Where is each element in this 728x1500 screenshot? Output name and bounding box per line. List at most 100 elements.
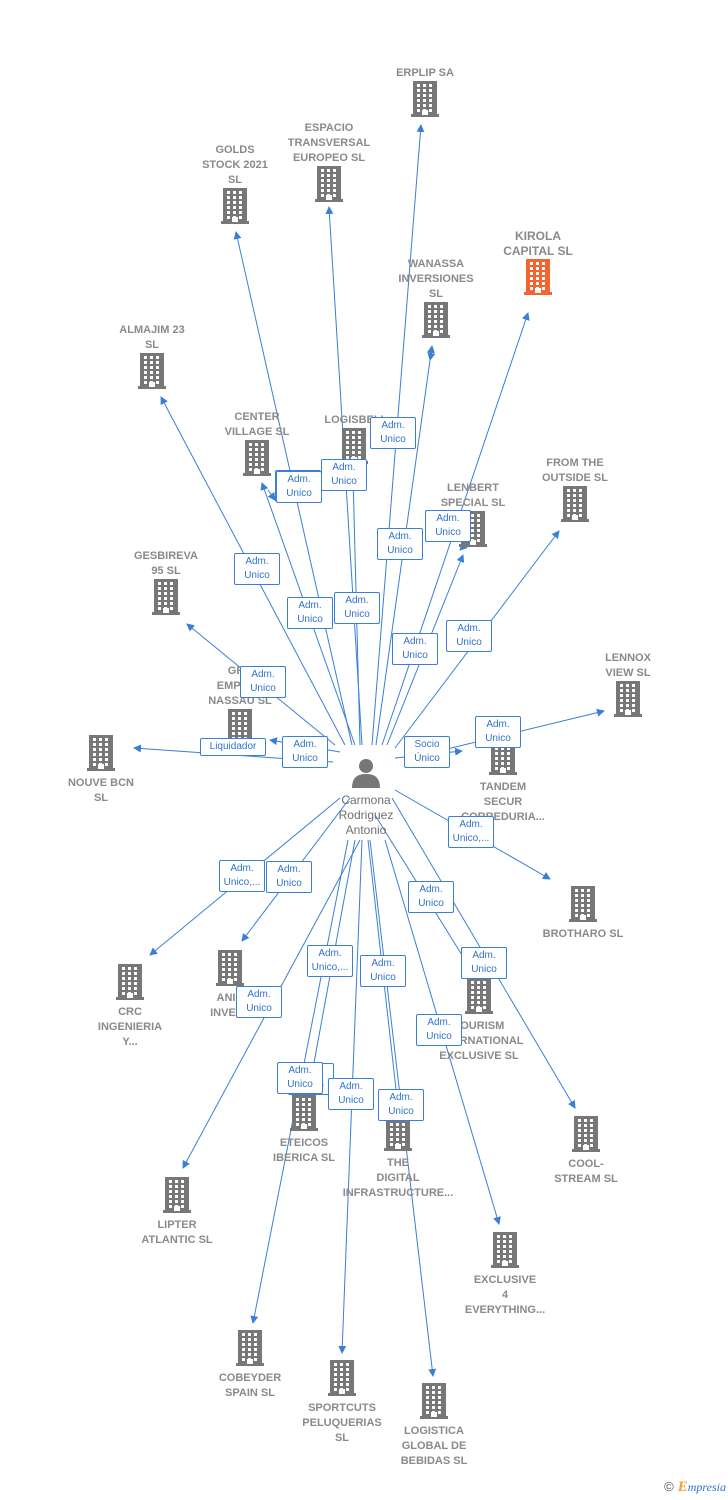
company-label: CRC INGENIERIA Y...: [97, 1006, 163, 1048]
edge-label-eteicos[interactable]: Adm. Unico,...: [307, 945, 353, 977]
edge-label-kirola[interactable]: Adm. Unico: [377, 528, 423, 560]
edge-label-exclusive4[interactable]: Adm. Unico: [416, 1014, 462, 1046]
company-node-lipter[interactable]: LIPTER ATLANTIC SL: [112, 1177, 242, 1248]
edge-label-brotharo[interactable]: Adm. Unico,...: [448, 816, 494, 848]
company-label: FROM THE OUTSIDE SL: [541, 457, 608, 484]
company-node-cobeyder[interactable]: COBEYDER SPAIN SL: [185, 1330, 315, 1401]
building-icon: [422, 302, 450, 338]
company-node-gesbireva[interactable]: GESBIREVA 95 SL: [101, 549, 231, 620]
edge-label-wanassa[interactable]: Adm. Unico: [392, 633, 438, 665]
edge-label-lennox[interactable]: Adm. Unico: [475, 716, 521, 748]
company-label: ETEICOS IBERICA SL: [273, 1137, 335, 1164]
edge-label-lipter[interactable]: Adm. Unico: [236, 986, 282, 1018]
building-icon: [290, 1095, 318, 1131]
person-icon: [352, 759, 380, 788]
edge-label-tourism[interactable]: Adm. Unico: [408, 881, 454, 913]
company-node-kirola[interactable]: KIROLA CAPITAL SL: [473, 229, 603, 300]
company-label: BROTHARO SL: [542, 928, 624, 940]
edge-label-grupo[interactable]: Adm. Unico: [240, 666, 286, 698]
company-node-almajim[interactable]: ALMAJIM 23 SL: [87, 323, 217, 394]
edge-label-center[interactable]: Adm. Unico: [276, 471, 322, 503]
person-node[interactable]: Carmona Rodriguez Antonio: [316, 756, 416, 838]
building-icon: [221, 188, 249, 224]
edge-to-wanassa: [427, 349, 436, 361]
building-icon: [315, 166, 343, 202]
brand-logo[interactable]: Empresia: [677, 1479, 726, 1495]
company-node-golds[interactable]: GOLDS STOCK 2021 SL: [170, 143, 300, 229]
company-node-lenbert[interactable]: LENBERT SPECIAL SL: [408, 481, 538, 552]
building-icon: [216, 950, 244, 986]
company-node-brotharo[interactable]: BROTHARO SL: [518, 886, 648, 942]
edge-label-logisbeli[interactable]: Adm. Unico: [334, 592, 380, 624]
building-icon: [138, 353, 166, 389]
company-label: LOGISBELI: [324, 414, 384, 426]
edge-label-ania[interactable]: Adm. Unico: [266, 861, 312, 893]
company-node-coolstream[interactable]: COOL- STREAM SL: [521, 1116, 651, 1187]
company-node-sportcuts[interactable]: SPORTCUTS PELUQUERIAS SL: [277, 1360, 407, 1446]
edge-label-almajim[interactable]: Adm. Unico: [234, 553, 280, 585]
edge-label-tandem[interactable]: Socio Único: [404, 736, 450, 768]
company-node-crc[interactable]: CRC INGENIERIA Y...: [65, 964, 195, 1050]
company-node-exclusive4[interactable]: EXCLUSIVE 4 EVERYTHING...: [440, 1232, 570, 1318]
company-node-fromoutside[interactable]: FROM THE OUTSIDE SL: [510, 456, 640, 527]
building-icon: [465, 978, 493, 1014]
company-label: WANASSA INVERSIONES SL: [398, 258, 474, 300]
building-icon: [420, 1383, 448, 1419]
company-node-digital[interactable]: THE DIGITAL INFRASTRUCTURE...: [333, 1115, 463, 1201]
company-node-erplip[interactable]: ERPLIP SA: [360, 66, 490, 122]
company-node-center[interactable]: CENTER VILLAGE SL: [192, 410, 322, 481]
company-node-logistica[interactable]: LOGISTICA GLOBAL DE BEBIDAS SL: [369, 1383, 499, 1469]
building-icon: [152, 579, 180, 615]
building-icon: [569, 886, 597, 922]
company-label: ESPACIO TRANSVERSAL EUROPEO SL: [287, 122, 371, 164]
company-node-nouve[interactable]: NOUVE BCN SL: [36, 735, 166, 806]
edge-label-logistica[interactable]: Adm. Unico: [378, 1089, 424, 1121]
company-node-wanassa[interactable]: WANASSA INVERSIONES SL: [371, 257, 501, 343]
company-label: EXCLUSIVE 4 EVERYTHING...: [464, 1274, 546, 1316]
company-label: LENNOX VIEW SL: [605, 652, 651, 679]
company-label: CENTER VILLAGE SL: [224, 411, 290, 438]
building-icon: [614, 681, 642, 717]
building-icon: [116, 964, 144, 1000]
company-label: ERPLIP SA: [396, 67, 454, 79]
company-label: COOL- STREAM SL: [554, 1158, 618, 1185]
edge-label-digital[interactable]: Adm. Unico: [360, 955, 406, 987]
edge-label-tourism[interactable]: Adm. Unico: [461, 947, 507, 979]
company-label: KIROLA CAPITAL SL: [503, 229, 573, 258]
edge-to-center: [267, 489, 276, 501]
edge-label-center[interactable]: Adm. Unico: [287, 597, 333, 629]
company-label: LIPTER ATLANTIC SL: [141, 1219, 213, 1246]
company-label: GESBIREVA 95 SL: [134, 550, 198, 577]
company-label: ALMAJIM 23 SL: [119, 324, 185, 351]
building-icon: [328, 1360, 356, 1396]
copyright-symbol: ©: [664, 1479, 674, 1494]
edge-label-fromoutside[interactable]: Adm. Unico: [446, 620, 492, 652]
building-icon: [243, 440, 271, 476]
company-node-lennox[interactable]: LENNOX VIEW SL: [563, 651, 693, 722]
edge-label-crc[interactable]: Adm. Unico,...: [219, 860, 265, 892]
company-label: NOUVE BCN SL: [67, 777, 134, 804]
building-icon: [491, 1232, 519, 1268]
company-node-eteicos[interactable]: ETEICOS IBERICA SL: [239, 1095, 369, 1166]
brand-footer: ©Empresia: [664, 1479, 726, 1496]
company-node-tandem[interactable]: TANDEM SECUR CORREDURIA...: [438, 739, 568, 825]
person-name: Carmona Rodriguez Antonio: [338, 793, 394, 837]
company-node-espacio[interactable]: ESPACIO TRANSVERSAL EUROPEO SL: [264, 121, 394, 207]
building-icon: [236, 1330, 264, 1366]
building-icon: [524, 259, 552, 295]
edge-label-erplip[interactable]: Adm. Unico: [370, 417, 416, 449]
edge-label-lenbert[interactable]: Adm. Unico: [425, 510, 471, 542]
company-label: GOLDS STOCK 2021 SL: [202, 144, 268, 186]
company-label: LOGISTICA GLOBAL DE BEBIDAS SL: [400, 1425, 468, 1467]
edge-label-sportcuts[interactable]: Adm. Unico: [328, 1078, 374, 1110]
building-icon: [561, 486, 589, 522]
building-icon: [572, 1116, 600, 1152]
edge-label-nouve[interactable]: Liquidador: [200, 738, 266, 756]
company-label: COBEYDER SPAIN SL: [218, 1372, 282, 1399]
edge-label-grupo[interactable]: Adm. Unico: [282, 736, 328, 768]
edge-label-espacio[interactable]: Adm. Unico: [321, 459, 367, 491]
building-icon: [87, 735, 115, 771]
edge-label-eteicos[interactable]: Adm. Unico: [277, 1062, 323, 1094]
company-label: SPORTCUTS PELUQUERIAS SL: [302, 1402, 382, 1444]
